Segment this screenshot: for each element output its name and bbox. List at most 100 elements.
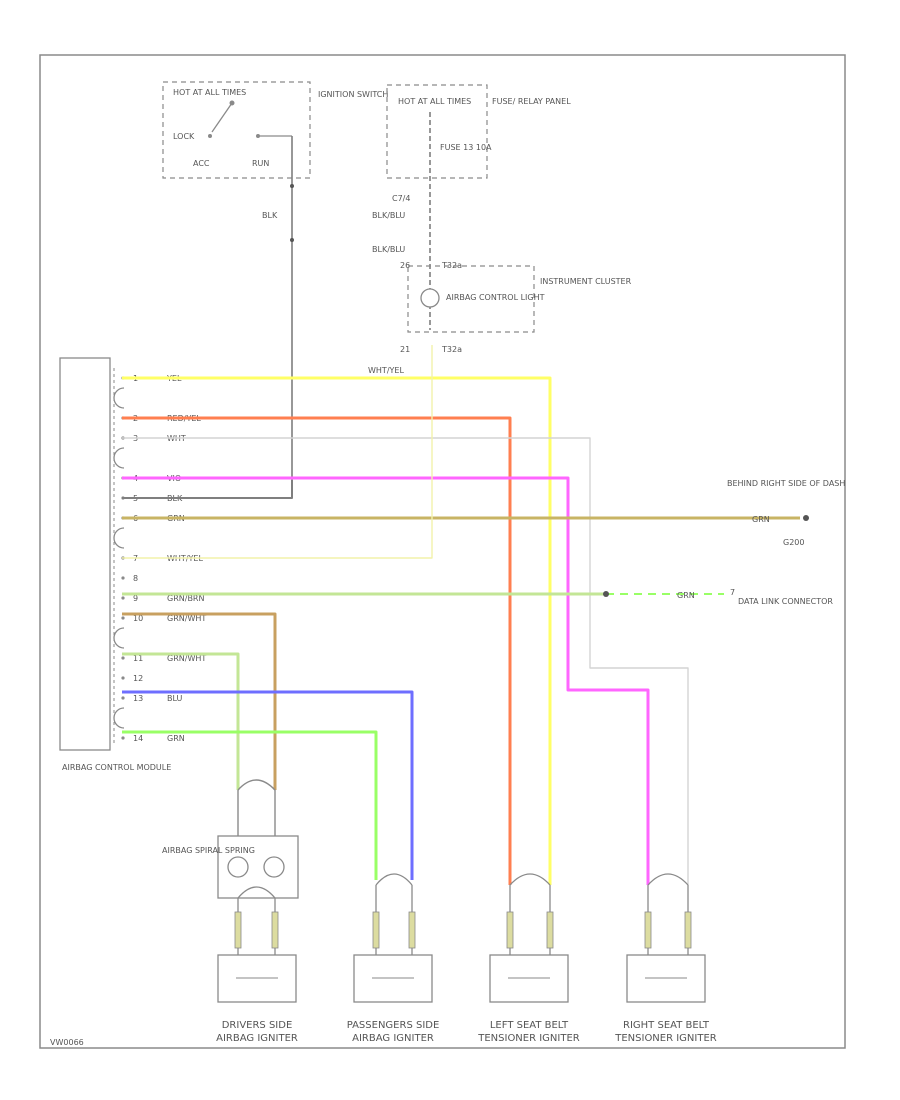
ignition-switch-header: HOT AT ALL TIMES [173,88,246,97]
igniter-terminal [271,911,279,949]
module-pin-number: 10 [133,614,143,623]
ignition-wire-label: BLK [262,211,278,220]
wire-grn-14 [122,730,378,880]
wire-red-yel [122,416,512,885]
module-pin-color: BLU [167,694,183,703]
footer-code: VW0066 [50,1038,84,1047]
igniter-terminal [408,911,416,949]
igniter-group: DRIVERS SIDE AIRBAG IGNITER PASSENGERS SID… [216,873,717,1044]
ign-connector-2 [290,238,294,242]
igniter-terminal [684,911,692,949]
ignition-pos-run: RUN [252,159,269,168]
ground-id: G200 [783,538,804,547]
wire-grn-wht-11 [122,652,240,790]
dlc-pin: 7 [730,588,735,597]
igniter-terminal [506,911,514,949]
module-pin-dot [121,576,125,580]
switch-contact-lock [208,134,212,138]
module-pin-color: GRN/WHT [167,654,206,663]
ignition-pos-acc: ACC [193,159,210,168]
wire-whtyel-label: WHT/YEL [368,366,404,375]
igniter-terminal [372,911,380,949]
igniter-terminal [546,911,554,949]
module-pin-color: GRN/WHT [167,614,206,623]
pin-ic1: 26 [400,261,410,270]
spiral-spring-label: AIRBAG SPIRAL SPRING [162,846,255,855]
igniter-connector [509,873,551,886]
spring-coil-left [227,856,249,878]
airbag-module-label: AIRBAG CONTROL MODULE [62,763,171,772]
igniter-label: TENSIONER IGNITER [614,1033,717,1044]
module-pin-dot [121,736,125,740]
ground-point [803,515,809,521]
wire-blkblu-1: BLK/BLU [372,211,405,220]
instrument-cluster-box [407,265,535,333]
igniter-box [626,954,706,1003]
wire-wht-yel [122,345,433,559]
ground-location: BEHIND RIGHT SIDE OF DASH [727,479,845,488]
module-pin-number: 12 [133,674,143,683]
igniter-label: RIGHT SEAT BELT [623,1020,710,1031]
fuse-panel-label: FUSE/ RELAY PANEL [492,97,571,106]
igniter-connector [375,873,413,886]
data-link-label: DATA LINK CONNECTOR [738,597,833,606]
module-pin-number: 14 [133,734,143,743]
igniter-label: DRIVERS SIDE [222,1020,293,1031]
instrument-cluster-label: INSTRUMENT CLUSTER [540,277,632,286]
ignition-switch-label: IGNITION SWITCH [318,90,388,99]
airbag-lamp-label: AIRBAG CONTROL LIGHT [446,293,545,302]
module-pin-number: 8 [133,574,138,583]
module-pin-dot [121,656,125,660]
module-pin-dot [121,596,125,600]
ign-connector-1 [290,184,294,188]
wire-blu [122,690,414,880]
igniter-label: LEFT SEAT BELT [490,1020,569,1031]
fuse-label: FUSE 13 10A [440,143,492,152]
fuse-panel-box [386,84,488,179]
module-connector-bracket [113,627,125,649]
igniter-label: TENSIONER IGNITER [477,1033,580,1044]
pin-ic2: 21 [400,345,410,354]
module-pin-dot [121,676,125,680]
dlc-splice [603,591,609,597]
wire-blk [122,480,293,499]
module-connector-bracket [113,447,125,469]
fuse-panel-header: HOT AT ALL TIMES [398,97,471,106]
airbag-control-module-box [59,357,111,751]
conn-ic2: T32a [441,345,462,354]
igniter-label: AIRBAG IGNITER [352,1033,434,1044]
wire-harness [122,345,800,885]
igniter-label: PASSENGERS SIDE [347,1020,440,1031]
module-connector-bracket [113,707,125,729]
spring-coil-right [263,856,285,878]
wire-wht [122,437,689,885]
ignition-switch-box [162,81,311,179]
module-pin-dot [121,696,125,700]
igniter-connector [237,886,276,899]
wire-yel [122,376,552,885]
module-pin-number: 9 [133,594,138,603]
airbag-lamp-icon [420,288,440,308]
igniter-terminal [644,911,652,949]
spring-loop [237,779,276,791]
module-pin-color: GRN/BRN [167,594,204,603]
module-pin-dot [121,616,125,620]
dlc-wire-label: GRN [677,591,695,600]
conn-c-top: C7/4 [392,194,410,203]
module-connector-bracket [113,387,125,409]
igniter-connector [647,873,689,886]
module-connector-bracket [113,527,125,549]
wire-blkblu-2: BLK/BLU [372,245,405,254]
ignition-pos-lock: LOCK [173,132,195,141]
conn-ic1: T32a [441,261,462,270]
switch-arm [211,102,233,133]
wire-vio [122,476,650,885]
module-pin-number: 13 [133,694,143,703]
diagram-frame [39,54,846,1049]
grn-right-label: GRN [752,515,770,524]
igniter-label: AIRBAG IGNITER [216,1033,298,1044]
igniter-terminal [234,911,242,949]
module-pin-number: 11 [133,654,143,663]
